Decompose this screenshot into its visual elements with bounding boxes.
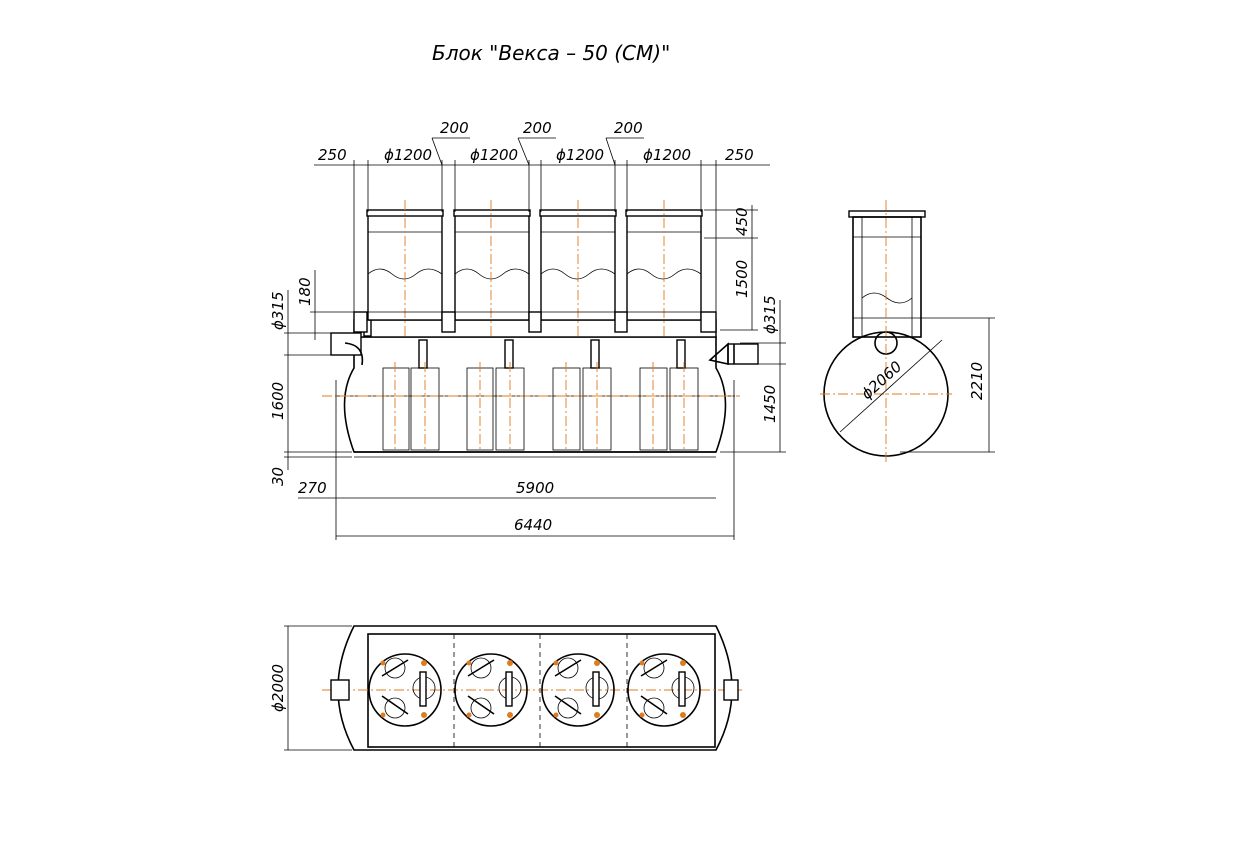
plan-hatch-4 (627, 653, 701, 727)
dim-phi1200-2: ϕ1200 (470, 146, 518, 164)
side-lid (848, 210, 926, 218)
side-riser (852, 216, 922, 338)
dim-phi1200-3: ϕ1200 (556, 146, 604, 164)
left-dimensions (284, 270, 735, 540)
riser-3 (539, 200, 617, 338)
dim-top-200-1: 200 (440, 119, 469, 137)
side-view: ϕ2060 2210 (820, 200, 995, 462)
dim-top-250-right: 250 (725, 146, 754, 164)
riser-group (353, 200, 717, 338)
plan-hatch-1 (368, 653, 442, 727)
plan-outlet (723, 679, 739, 701)
riser-2 (453, 200, 531, 338)
plan-hatch-3 (541, 653, 615, 727)
dim-phi315-left: ϕ315 (269, 291, 287, 330)
dim-5900: 5900 (516, 479, 554, 497)
dim-phi1200-4: ϕ1200 (643, 146, 691, 164)
dim-phi2000: ϕ2000 (269, 664, 287, 712)
dim-270: 270 (298, 479, 327, 497)
dim-top-250-left: 250 (318, 146, 347, 164)
tank-body (343, 336, 727, 453)
riser-1 (366, 200, 444, 338)
plan-hatch-2 (454, 653, 528, 727)
plan-tank-outline (337, 625, 733, 751)
dim-top-200-2: 200 (523, 119, 552, 137)
front-view: 250 200 200 200 ϕ1200 ϕ1200 ϕ1200 ϕ1200 … (269, 119, 786, 540)
dim-6440: 6440 (514, 516, 552, 534)
riser-4 (625, 200, 703, 338)
diameter-leader (839, 339, 943, 433)
plan-inlet (330, 679, 350, 701)
dim-1600: 1600 (269, 382, 287, 420)
dim-450: 450 (733, 207, 751, 236)
dim-1500: 1500 (733, 260, 751, 298)
dim-top-200-3: 200 (614, 119, 643, 137)
right-dimensions (704, 205, 786, 453)
dim-180: 180 (296, 277, 314, 306)
filter-modules (382, 339, 699, 452)
dim-phi315-right: ϕ315 (761, 295, 779, 334)
top-dimensions (314, 137, 770, 320)
outlet-pipe (708, 342, 759, 365)
dim-phi2060: ϕ2060 (858, 357, 906, 403)
dim-phi1200-1: ϕ1200 (384, 146, 432, 164)
dim-2210: 2210 (968, 362, 986, 400)
plan-inner-frame (367, 633, 716, 748)
drawing-title: Блок "Векса – 50 (СМ)" (432, 41, 670, 65)
plan-view: ϕ2000 (269, 625, 742, 751)
dim-1450: 1450 (761, 385, 779, 423)
dim-30: 30 (269, 467, 287, 486)
